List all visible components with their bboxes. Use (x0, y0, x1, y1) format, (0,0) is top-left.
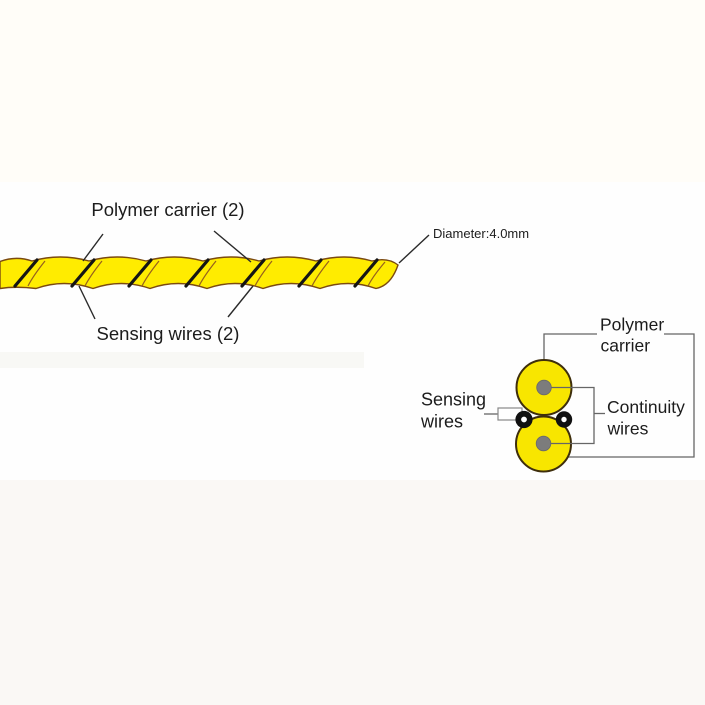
twist-separators (13, 258, 379, 288)
twist-separator (13, 258, 39, 288)
leader-sensing-left (78, 285, 96, 320)
cross-section: Polymer carrier Sensing wires Continuity… (420, 315, 695, 473)
strand-edges (27, 260, 386, 287)
continuity-wire-bottom (535, 435, 552, 452)
background-faint-streak (0, 352, 364, 368)
cross-sensing-label-line1: Sensing (421, 390, 486, 410)
strand-edge (198, 260, 217, 287)
cross-sensing-label-line2: wires (420, 412, 463, 432)
leader-sensing-right (227, 285, 254, 318)
strand-edge (141, 260, 160, 287)
leader-polymer-right (213, 230, 252, 263)
diameter-label: Diameter:4.0mm (433, 226, 529, 241)
leader-diameter (398, 234, 430, 264)
twist-separator (240, 258, 266, 288)
strand-edge (84, 260, 103, 287)
strand-edge (27, 260, 46, 287)
twist-separator (127, 258, 153, 288)
sensing-wire-right-core (561, 416, 567, 423)
cross-continuity-label-line1: Continuity (607, 397, 685, 417)
side-view: Polymer carrier (2) Sensing wires (2) Di… (0, 199, 529, 344)
background-bottom-band (0, 480, 705, 705)
polymer-bracket-right (566, 333, 695, 458)
twist-separator (70, 258, 96, 288)
polymer-bracket-left (543, 333, 597, 361)
continuity-wire-top (536, 379, 552, 396)
sensing-wires-label: Sensing wires (2) (97, 323, 240, 344)
strand-edge (311, 260, 330, 287)
background-middle-band (0, 182, 705, 480)
sensing-wire-left-core (521, 416, 527, 423)
strand-edge (367, 261, 386, 287)
twist-separator (353, 258, 379, 288)
leader-polymer-left (82, 233, 104, 262)
cross-continuity-label-line2: wires (607, 419, 649, 439)
cross-polymer-label-line2: carrier (601, 336, 651, 356)
twist-separator (184, 258, 210, 288)
twist-separator (297, 258, 323, 288)
background-top-band (0, 0, 705, 182)
polymer-carrier-label: Polymer carrier (2) (91, 199, 244, 220)
cross-polymer-label-line1: Polymer (600, 315, 664, 335)
strand-edge (254, 260, 273, 287)
continuity-bracket (551, 386, 595, 445)
